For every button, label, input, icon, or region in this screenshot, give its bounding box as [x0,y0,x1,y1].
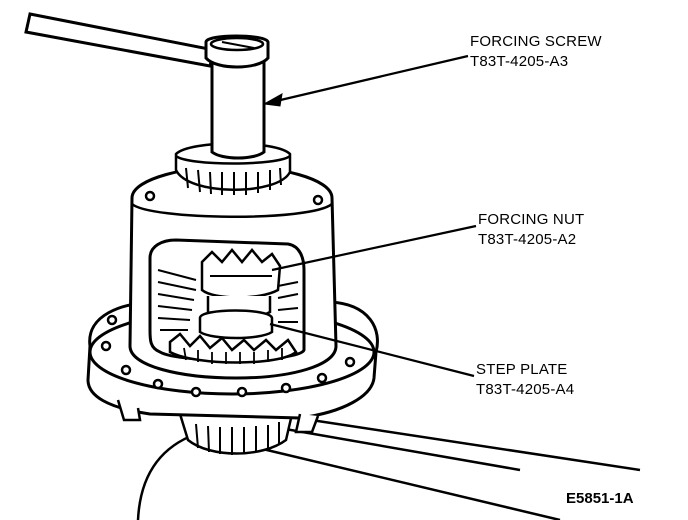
forcing-nut-label: FORCING NUT [478,211,585,228]
forcing-nut-callout: FORCING NUT T83T-4205-A2 [478,210,584,250]
workbench [136,416,641,520]
step-plate-label: STEP PLATE [476,361,568,378]
forcing-screw-label: FORCING SCREW [470,33,602,50]
leader-arrowheads [262,93,283,107]
forcing-screw-arrowhead [262,93,283,107]
lower-bearing [178,412,294,455]
step-plate-callout: STEP PLATE T83T-4205-A4 [476,360,574,400]
forcing-screw-leader [271,54,469,104]
figure-id: E5851-1A [566,490,634,507]
flange-bolt-holes [100,314,356,398]
wrench-handle [24,12,216,68]
leader-lines [269,54,477,378]
forcing-screw-part-number: T83T-4205-A3 [470,53,569,70]
forcing-nut [200,248,282,320]
forcing-screw-callout: FORCING SCREW T83T-4205-A3 [470,32,602,72]
forcing-screw [204,34,270,160]
step-plate-leader [269,322,475,378]
step-plate-part-number: T83T-4205-A4 [476,381,575,398]
forcing-nut-part-number: T83T-4205-A2 [478,231,577,248]
forcing-nut-leader [271,224,477,272]
